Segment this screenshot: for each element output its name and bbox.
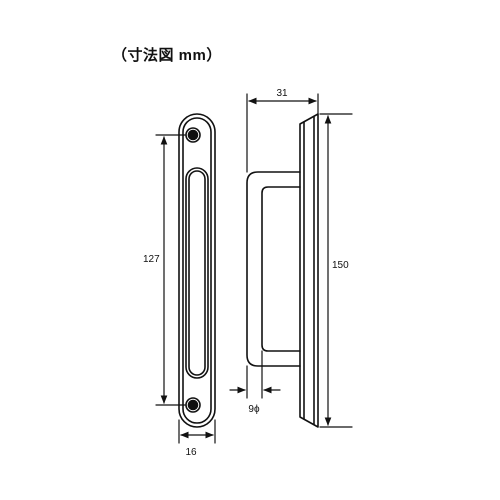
front-plate: [178, 113, 216, 428]
side-handle: [246, 171, 301, 367]
dimension-9phi-label: 9ϕ: [248, 404, 260, 415]
side-plate: [299, 113, 319, 428]
dimension-31-lines: [246, 93, 319, 173]
screw-hole-bottom: [185, 397, 201, 413]
front-recess: [185, 167, 209, 379]
dimension-9phi-lines: [229, 350, 281, 399]
drawing-title: （寸法図 mm）: [112, 47, 222, 64]
dimension-16-lines: [178, 419, 216, 444]
dimension-31-label: 31: [276, 88, 288, 99]
dimension-16-label: 16: [185, 447, 197, 458]
dimension-127-label: 127: [143, 254, 160, 265]
screw-hole-top: [185, 127, 201, 143]
dimension-127-lines: [155, 134, 186, 406]
dimension-150-label: 150: [332, 260, 349, 271]
dimension-150-lines: [319, 113, 353, 428]
